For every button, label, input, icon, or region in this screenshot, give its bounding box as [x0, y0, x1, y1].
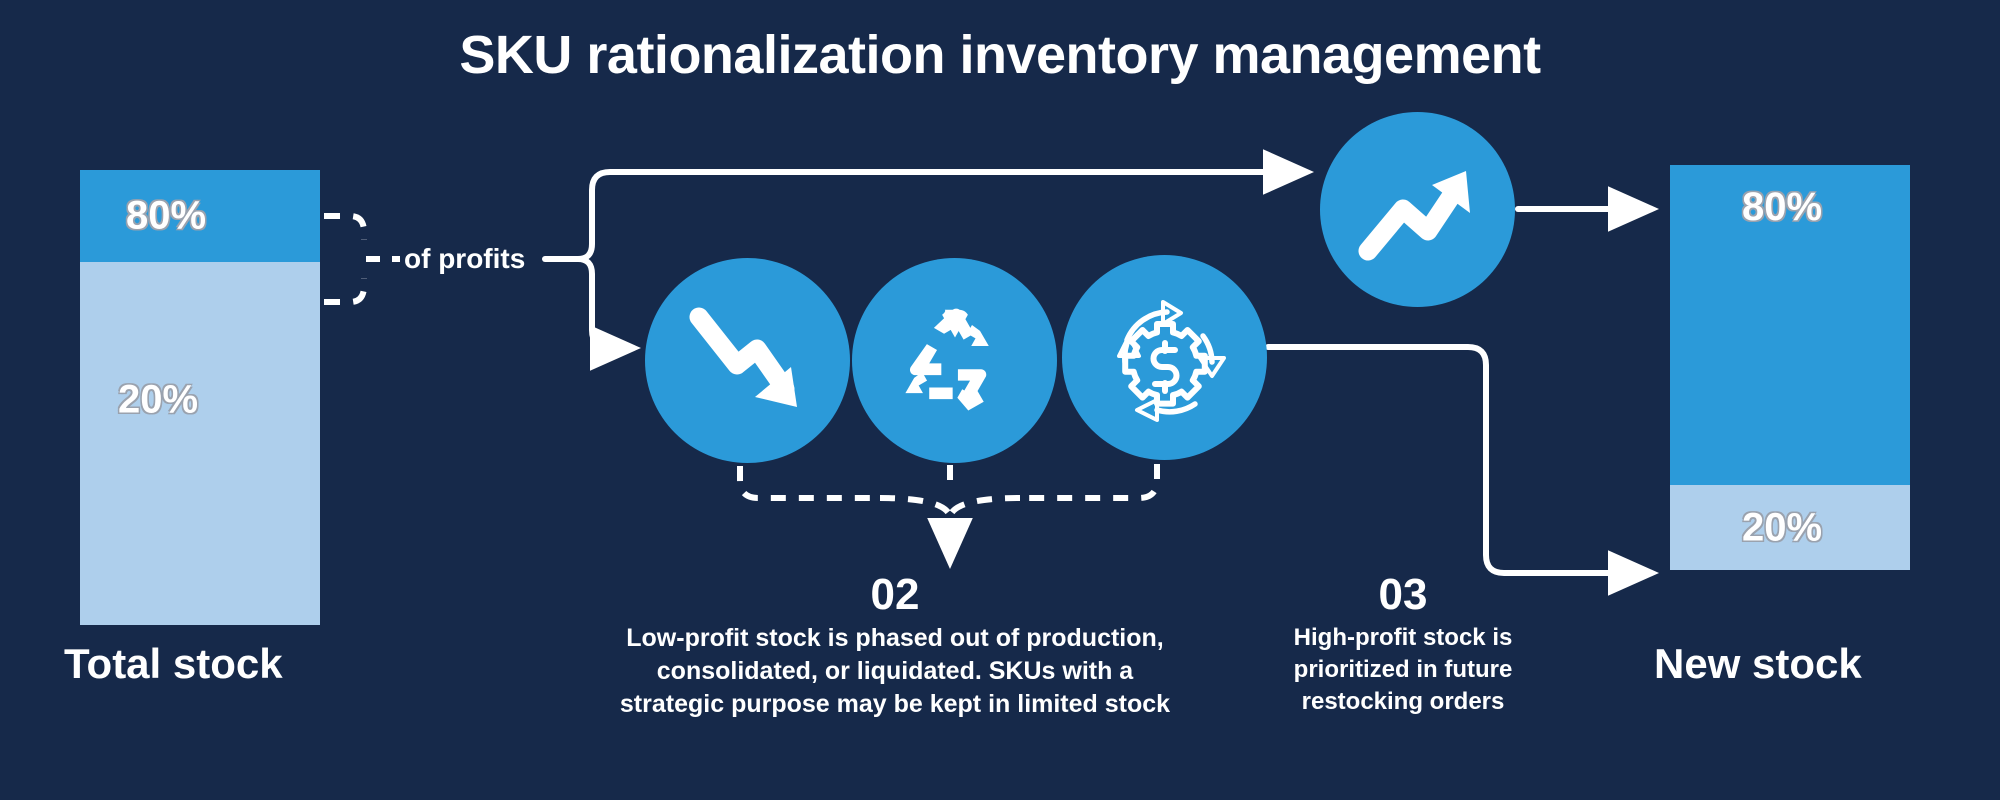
step-03-number: 03 — [1378, 570, 1428, 619]
recycle-icon-circle — [852, 258, 1057, 463]
total-stock-segment-high: 80% — [80, 170, 320, 262]
step-03-description: High-profit stock is prioritized in futu… — [1293, 624, 1513, 715]
total-stock-high-label: 80% — [126, 193, 207, 238]
total-stock-bar: 80% 20% — [80, 170, 320, 625]
new-stock-high-label: 80% — [1742, 185, 1823, 229]
new-stock-segment-high: 80% — [1670, 165, 1910, 485]
of-profits-label: of profits — [404, 243, 526, 274]
total-stock-low-label: 20% — [118, 377, 199, 422]
total-stock-caption: Total stock — [64, 640, 283, 687]
new-stock-bar: 80% 20% — [1670, 165, 1910, 570]
growth-trend-icon — [1358, 170, 1470, 260]
declining-trend-icon-circle — [645, 258, 850, 463]
icons-to-step02-bracket — [737, 464, 1160, 569]
step-02-block: 02 Low-profit stock is phased out of pro… — [610, 570, 1180, 721]
step-02-description: Low-profit stock is phased out of produc… — [619, 624, 1171, 719]
recycle-icon — [904, 308, 989, 411]
step-02-number: 02 — [870, 570, 920, 619]
reinvest-money-icon — [1116, 299, 1226, 422]
reinvest-money-icon-circle — [1062, 255, 1267, 460]
growth-trend-icon-circle — [1320, 112, 1515, 307]
declining-trend-icon — [689, 307, 797, 407]
total-stock-segment-low: 20% — [80, 262, 320, 625]
reinvest-to-newstock-line — [1265, 344, 1659, 596]
new-stock-low-label: 20% — [1742, 505, 1823, 549]
new-stock-caption: New stock — [1654, 640, 1862, 687]
page-title: SKU rationalization inventory management — [459, 25, 1541, 85]
new-stock-segment-low: 20% — [1670, 485, 1910, 570]
step-03-block: 03 High-profit stock is prioritized in f… — [1243, 570, 1563, 717]
